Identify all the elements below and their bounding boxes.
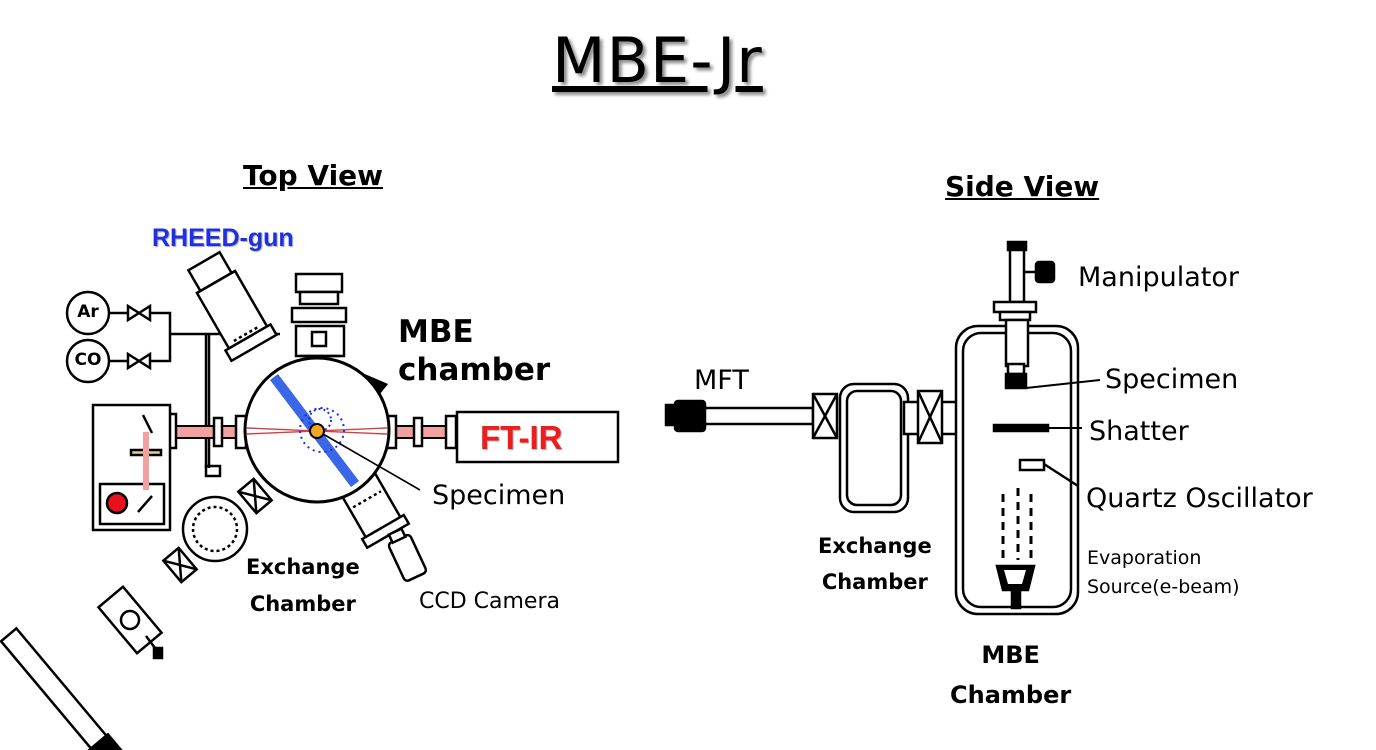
page-title: MBE-Jr xyxy=(552,24,763,97)
side-exchange-line1: Exchange xyxy=(818,534,932,558)
co-label: CO xyxy=(74,350,102,370)
mft-label: MFT xyxy=(694,365,749,396)
side-view-drawing xyxy=(664,240,1101,616)
side-manipulator xyxy=(992,240,1101,390)
mft-rod xyxy=(664,392,839,440)
shatter-label: Shatter xyxy=(1089,416,1189,447)
top-manipulator xyxy=(290,272,348,358)
top-exchange-assembly xyxy=(0,477,274,750)
top-mbe-chamber-line2: chamber xyxy=(398,351,551,388)
rheed-gun-drawing xyxy=(186,250,279,363)
mft-gate-valve-icon xyxy=(811,392,839,440)
top-mbe-chamber xyxy=(243,356,421,504)
top-exchange-line2: Chamber xyxy=(249,591,356,616)
side-gate-valve-icon xyxy=(916,389,944,445)
top-view-heading: Top View xyxy=(243,159,384,192)
top-exchange-chamber-label: Exchange Chamber xyxy=(246,549,360,623)
evap-line2: Source(e-beam) xyxy=(1087,576,1240,599)
rheed-gun-label: RHEED-gun xyxy=(152,224,294,252)
evap-line1: Evaporation xyxy=(1087,547,1202,569)
evaporation-source-label: Evaporation Source(e-beam) xyxy=(1087,544,1240,603)
top-specimen-label: Specimen xyxy=(432,480,566,511)
side-view-heading: Side View xyxy=(945,170,1100,203)
ftir-label: FT-IR xyxy=(480,419,563,456)
side-exchange-line2: Chamber xyxy=(821,569,928,594)
evaporation-source xyxy=(995,488,1036,610)
ar-valve-icon xyxy=(126,303,152,323)
lamp-icon xyxy=(105,491,129,515)
side-exchange-chamber-label: Exchange Chamber xyxy=(818,529,932,600)
side-mbe-line2: Chamber xyxy=(950,680,1072,709)
side-specimen-label: Specimen xyxy=(1105,364,1239,395)
shutter xyxy=(992,423,1050,433)
quartz-oscillator xyxy=(1018,458,1046,472)
specimen-dot xyxy=(309,423,325,439)
ftir-box xyxy=(455,410,620,464)
side-mbe-line1: MBE xyxy=(981,641,1040,669)
manipulator-label: Manipulator xyxy=(1078,262,1239,293)
quartz-oscillator-label: Quartz Oscillator xyxy=(1086,483,1313,514)
side-mbe-chamber-label: MBE Chamber xyxy=(950,636,1071,715)
co-valve-icon xyxy=(126,351,152,371)
ccd-camera-label: CCD Camera xyxy=(419,589,560,614)
top-exchange-line1: Exchange xyxy=(246,555,360,579)
top-mbe-chamber-label: MBE chamber xyxy=(398,314,550,390)
ccd-camera-icon xyxy=(387,527,428,582)
ar-label: Ar xyxy=(77,302,99,322)
top-view-drawing xyxy=(0,250,620,750)
top-mbe-chamber-line1: MBE xyxy=(398,314,474,350)
ir-source-box xyxy=(91,403,172,532)
